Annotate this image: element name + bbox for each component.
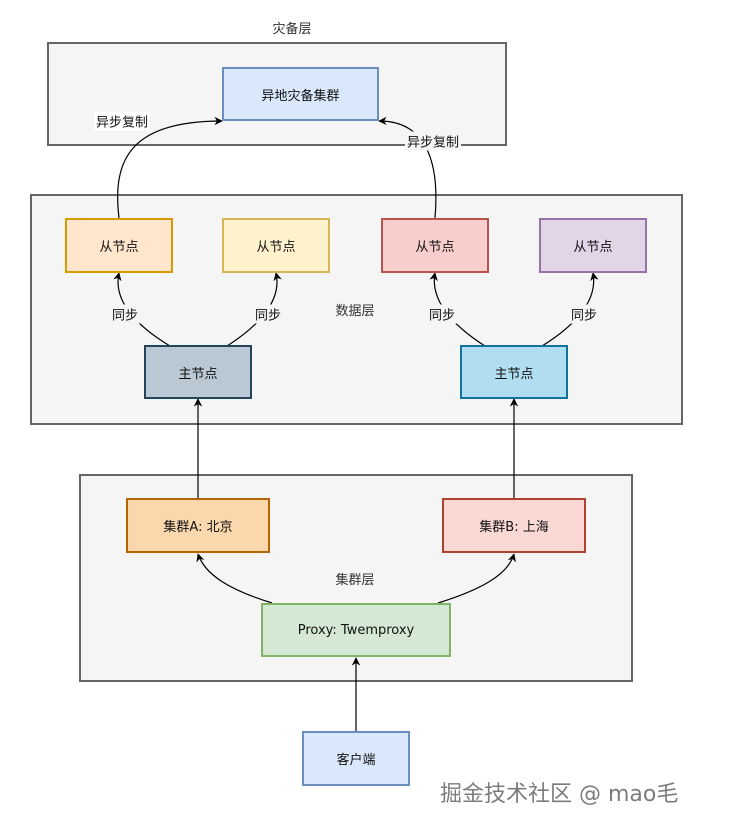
slave-node-2: 从节点 <box>222 218 330 273</box>
cluster-layer-label: 集群层 <box>335 573 375 588</box>
client-node: 客户端 <box>302 731 410 786</box>
sync-label-2: 同步 <box>252 304 284 324</box>
slave-node-1: 从节点 <box>65 218 173 273</box>
proxy-node: Proxy: Twemproxy <box>261 603 451 657</box>
edge-proxy-cluster-a <box>196 553 273 604</box>
edge-async-left <box>117 116 223 219</box>
cluster-a-node: 集群A: 北京 <box>126 498 270 553</box>
sync-label-3: 同步 <box>426 304 458 324</box>
sync-label-1: 同步 <box>109 304 141 324</box>
data-layer-label: 数据层 <box>335 304 375 319</box>
master-node-b: 主节点 <box>460 345 568 399</box>
slave-node-3: 从节点 <box>381 218 489 273</box>
edge-proxy-cluster-b <box>437 553 516 604</box>
async-label-right: 异步复制 <box>404 131 462 151</box>
watermark: 掘金技术社区 @ mao毛 <box>440 782 679 807</box>
dr-cluster-node: 异地灾备集群 <box>222 67 379 121</box>
sync-label-4: 同步 <box>568 304 600 324</box>
async-label-left: 异步复制 <box>93 111 151 131</box>
dr-layer-label: 灾备层 <box>272 22 312 37</box>
master-node-a: 主节点 <box>144 345 252 399</box>
slave-node-4: 从节点 <box>539 218 647 273</box>
cluster-b-node: 集群B: 上海 <box>442 498 586 553</box>
